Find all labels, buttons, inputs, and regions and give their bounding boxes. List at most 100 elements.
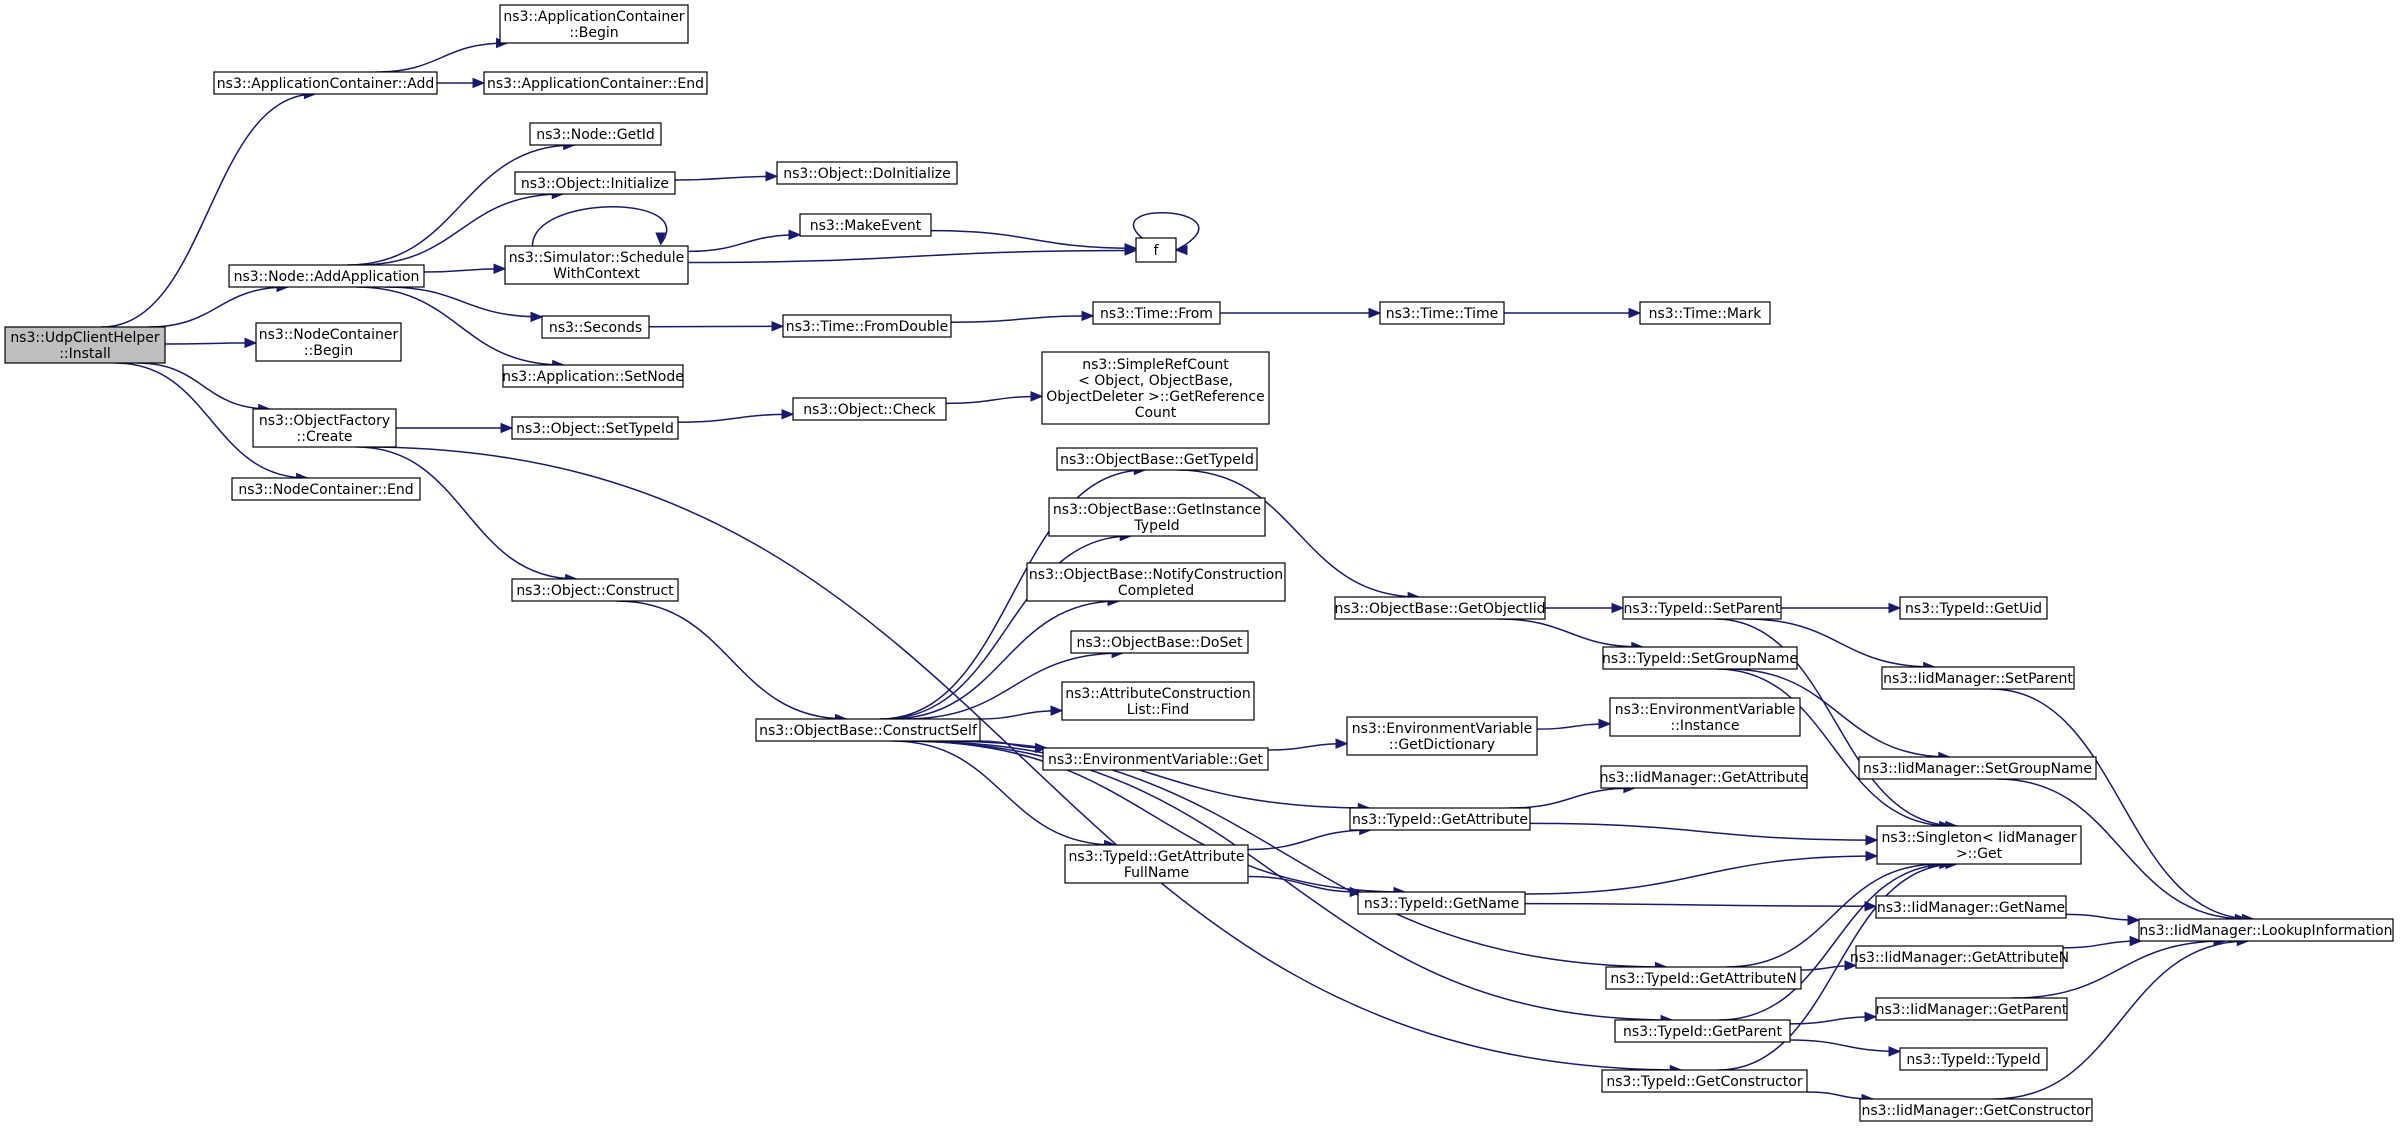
node-box[interactable]	[514, 171, 676, 195]
node-box[interactable]	[1349, 807, 1531, 831]
node-box[interactable]	[1070, 630, 1249, 654]
node-box[interactable]	[255, 322, 402, 362]
node-box[interactable]	[252, 408, 397, 448]
node-objinit[interactable]: ns3::Object::Initialize	[514, 171, 676, 195]
node-box[interactable]	[1334, 596, 1546, 620]
node-timetime[interactable]: ns3::Time::Time	[1379, 301, 1505, 325]
node-iidgetname[interactable]: ns3::IidManager::GetName	[1875, 895, 2067, 919]
node-f[interactable]: f	[1135, 237, 1177, 263]
node-addapp[interactable]: ns3::Node::AddApplication	[228, 264, 425, 288]
node-doinit[interactable]: ns3::Object::DoInitialize	[776, 161, 958, 185]
node-fromdouble[interactable]: ns3::Time::FromDouble	[782, 314, 952, 338]
node-envgetdict[interactable]: ns3::EnvironmentVariable::GetDictionary	[1346, 716, 1538, 756]
node-appbegin[interactable]: ns3::ApplicationContainer::Begin	[499, 4, 689, 44]
node-box[interactable]	[1135, 237, 1177, 263]
node-box[interactable]	[1026, 562, 1286, 602]
node-box[interactable]	[755, 718, 981, 742]
node-timefrom[interactable]: ns3::Time::From	[1092, 301, 1221, 325]
node-box[interactable]	[799, 213, 932, 237]
node-box[interactable]	[213, 71, 438, 95]
node-tidtypeid[interactable]: ns3::TypeId::TypeId	[1899, 1047, 2048, 1071]
node-obgetobjiid[interactable]: ns3::ObjectBase::GetObjectIid	[1334, 596, 1546, 620]
node-obconstructself[interactable]: ns3::ObjectBase::ConstructSelf	[755, 718, 981, 742]
node-iidsetparent[interactable]: ns3::IidManager::SetParent	[1881, 666, 2075, 690]
node-box[interactable]	[1064, 844, 1249, 884]
node-box[interactable]	[1346, 716, 1538, 756]
node-box[interactable]	[1876, 825, 2082, 865]
node-box[interactable]	[541, 315, 650, 339]
node-obdoset[interactable]: ns3::ObjectBase::DoSet	[1070, 630, 1249, 654]
node-envget[interactable]: ns3::EnvironmentVariable::Get	[1042, 747, 1269, 771]
node-iidgetattr[interactable]: ns3::IidManager::GetAttribute	[1600, 765, 1809, 789]
node-box[interactable]	[1061, 681, 1255, 721]
node-iidgetparent[interactable]: ns3::IidManager::GetParent	[1875, 997, 2068, 1021]
node-box[interactable]	[1048, 497, 1266, 537]
node-box[interactable]	[1042, 747, 1269, 771]
node-box[interactable]	[776, 161, 958, 185]
node-seconds[interactable]: ns3::Seconds	[541, 315, 650, 339]
node-iidsetgroup[interactable]: ns3::IidManager::SetGroupName	[1858, 756, 2097, 780]
node-tidsetparent[interactable]: ns3::TypeId::SetParent	[1622, 596, 1782, 620]
node-objconstruct[interactable]: ns3::Object::Construct	[511, 578, 679, 602]
node-simplerefcount[interactable]: ns3::SimpleRefCount< Object, ObjectBase,…	[1041, 351, 1270, 425]
node-box[interactable]	[782, 314, 952, 338]
node-obgettypeid[interactable]: ns3::ObjectBase::GetTypeId	[1056, 447, 1258, 471]
node-iidlookup[interactable]: ns3::IidManager::LookupInformation	[2138, 918, 2394, 942]
node-box[interactable]	[1614, 1019, 1791, 1043]
node-box[interactable]	[1875, 895, 2067, 919]
node-box[interactable]	[483, 71, 708, 95]
node-box[interactable]	[792, 397, 947, 421]
node-box[interactable]	[1859, 1098, 2093, 1122]
node-box[interactable]	[1899, 1047, 2048, 1071]
node-singletonget[interactable]: ns3::Singleton< IidManager>::Get	[1876, 825, 2082, 865]
node-box[interactable]	[1041, 351, 1270, 425]
node-ncbegin[interactable]: ns3::NodeContainer::Begin	[255, 322, 402, 362]
node-iidgetattrn[interactable]: ns3::IidManager::GetAttributeN	[1850, 945, 2069, 969]
node-obnotify[interactable]: ns3::ObjectBase::NotifyConstructionCompl…	[1026, 562, 1286, 602]
node-ofcreate[interactable]: ns3::ObjectFactory::Create	[252, 408, 397, 448]
node-box[interactable]	[499, 4, 689, 44]
node-box[interactable]	[231, 477, 421, 501]
node-box[interactable]	[1056, 447, 1258, 471]
node-box[interactable]	[2138, 918, 2394, 942]
node-getid[interactable]: ns3::Node::GetId	[529, 122, 662, 146]
node-tidgetuid[interactable]: ns3::TypeId::GetUid	[1899, 596, 2048, 620]
node-box[interactable]	[1601, 1069, 1808, 1093]
node-box[interactable]	[1639, 301, 1771, 325]
node-box[interactable]	[502, 364, 684, 388]
node-box[interactable]	[1875, 997, 2068, 1021]
node-box[interactable]	[1092, 301, 1221, 325]
node-objcheck[interactable]: ns3::Object::Check	[792, 397, 947, 421]
node-tidgetparent[interactable]: ns3::TypeId::GetParent	[1614, 1019, 1791, 1043]
node-box[interactable]	[1858, 756, 2097, 780]
node-box[interactable]	[511, 416, 679, 440]
node-box[interactable]	[1379, 301, 1505, 325]
node-envinst[interactable]: ns3::EnvironmentVariable::Instance	[1609, 697, 1801, 737]
node-tidgetattr[interactable]: ns3::TypeId::GetAttribute	[1349, 807, 1531, 831]
node-setnode[interactable]: ns3::Application::SetNode	[502, 364, 684, 388]
node-settypeid[interactable]: ns3::Object::SetTypeId	[511, 416, 679, 440]
node-appadd[interactable]: ns3::ApplicationContainer::Add	[213, 71, 438, 95]
node-ncend[interactable]: ns3::NodeContainer::End	[231, 477, 421, 501]
node-box[interactable]	[1600, 765, 1808, 789]
node-box[interactable]	[1609, 697, 1801, 737]
node-timemark[interactable]: ns3::Time::Mark	[1639, 301, 1771, 325]
node-tidsetgroup[interactable]: ns3::TypeId::SetGroupName	[1602, 646, 1798, 670]
node-box[interactable]	[511, 578, 679, 602]
node-box[interactable]	[1855, 945, 2064, 969]
node-iidgetctor[interactable]: ns3::IidManager::GetConstructor	[1859, 1098, 2093, 1122]
node-makeevent[interactable]: ns3::MakeEvent	[799, 213, 932, 237]
node-box[interactable]	[1605, 966, 1802, 990]
node-box[interactable]	[504, 245, 689, 285]
node-append[interactable]: ns3::ApplicationContainer::End	[483, 71, 708, 95]
node-box[interactable]	[4, 326, 166, 364]
node-box[interactable]	[529, 122, 662, 146]
node-tidgetctor[interactable]: ns3::TypeId::GetConstructor	[1601, 1069, 1808, 1093]
node-box[interactable]	[1622, 596, 1782, 620]
node-box[interactable]	[1357, 891, 1526, 915]
node-box[interactable]	[1881, 666, 2075, 690]
node-tidgetattrn[interactable]: ns3::TypeId::GetAttributeN	[1605, 966, 1802, 990]
